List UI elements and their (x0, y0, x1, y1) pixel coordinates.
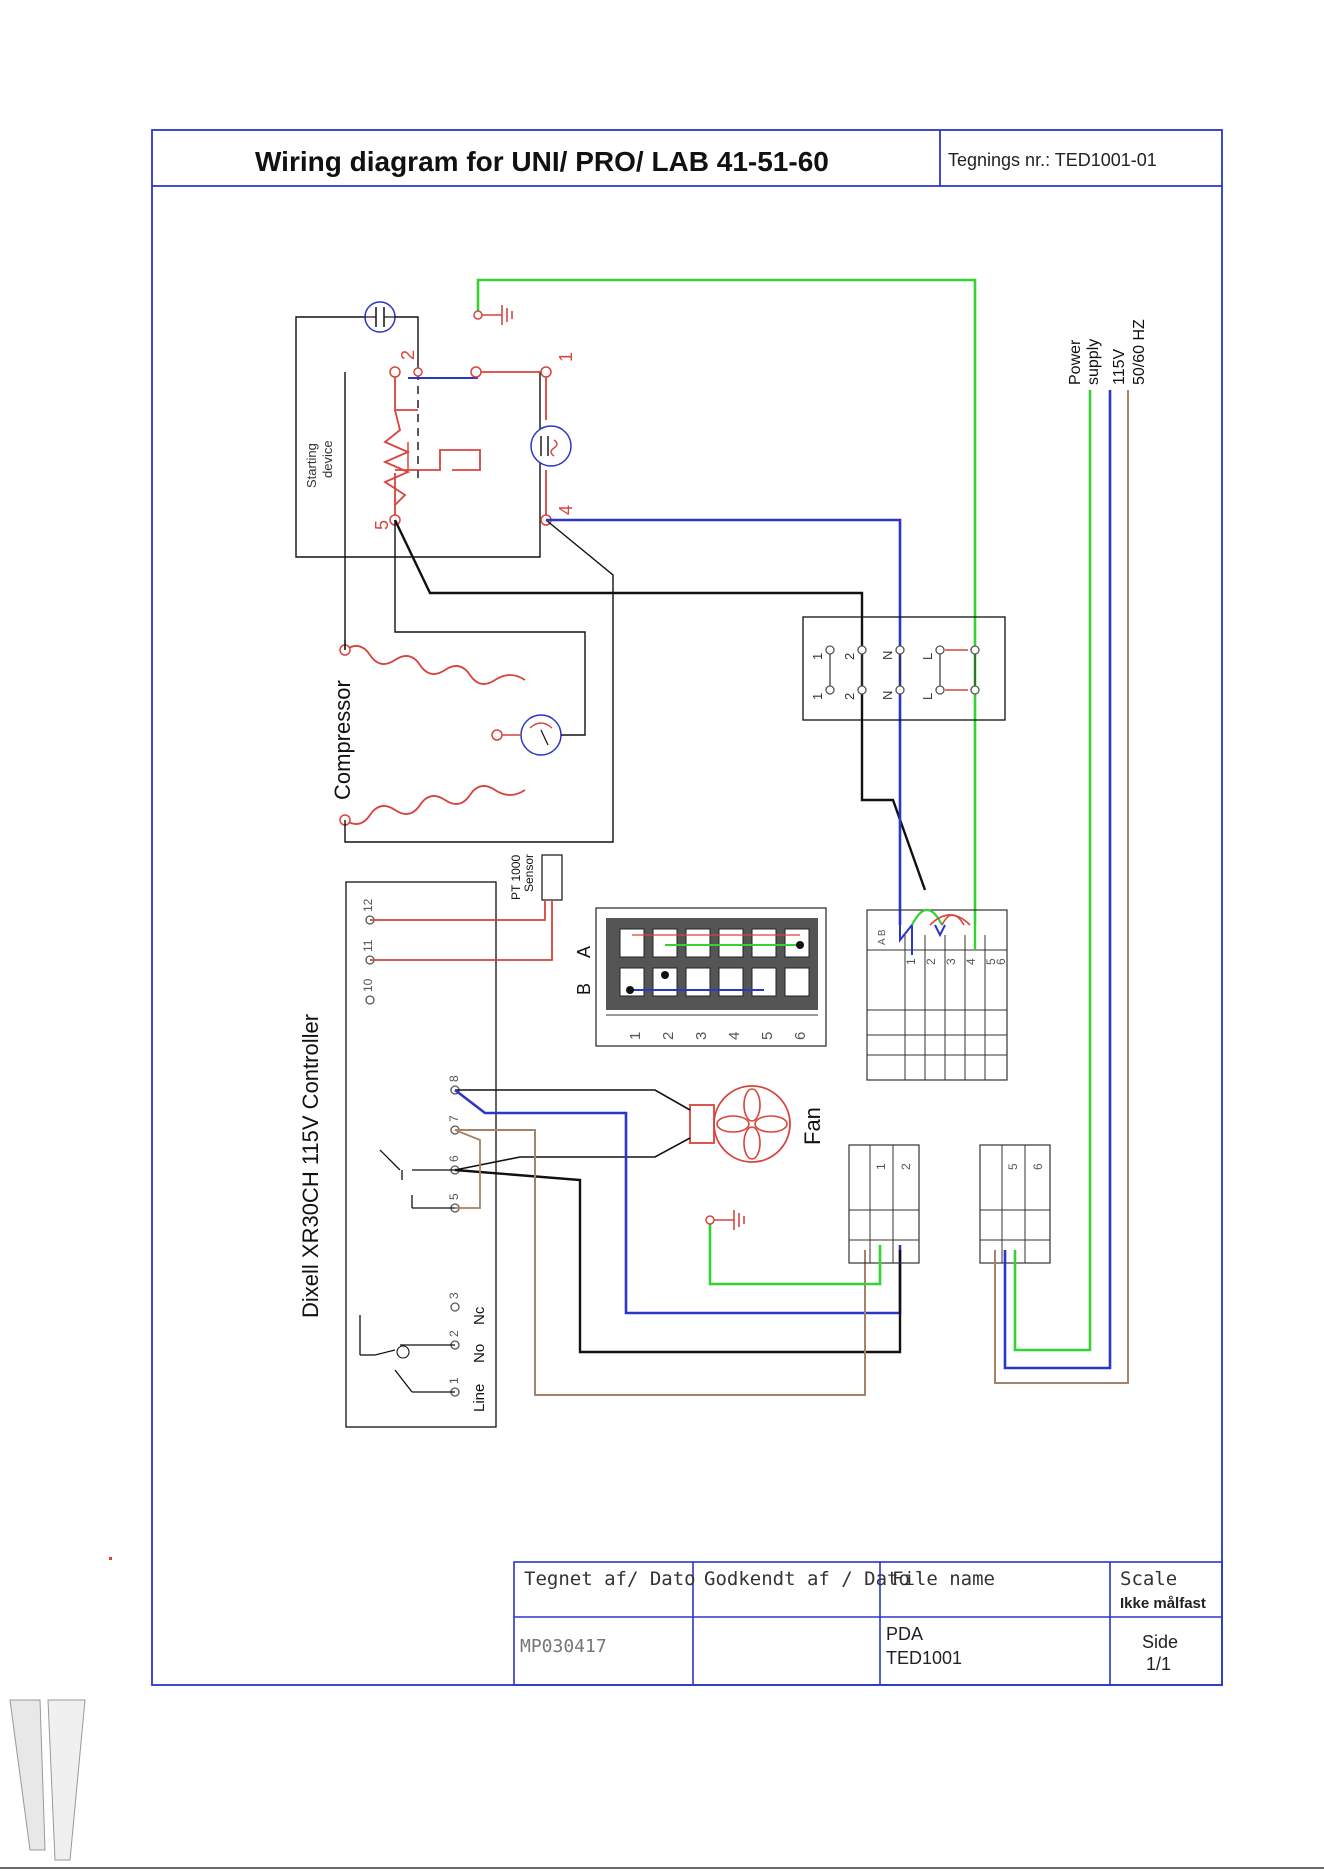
ctrl-terminal-12: 12 (361, 898, 375, 912)
connector-label-l-top: L (920, 653, 935, 660)
ctrl-terminal-7: 7 (447, 1115, 461, 1122)
panel-number-4: 4 (726, 1032, 743, 1040)
file-name-value-2: TED1001 (886, 1648, 962, 1668)
terminal-block (866, 908, 1008, 1081)
ground-icon (705, 1210, 882, 1286)
compressor (339, 519, 614, 843)
connector-panel (595, 907, 827, 1047)
thermal-protector-icon (502, 714, 562, 756)
ctrl-terminal-2: 2 (447, 1330, 461, 1337)
terminal-block-small-left (848, 1144, 920, 1264)
ctrl-terminal-11: 11 (361, 939, 375, 952)
starting-device-box (295, 316, 541, 640)
file-name-value-1: PDA (886, 1624, 923, 1644)
side-label: Side (1142, 1632, 1178, 1652)
small-block-right-5: 5 (1006, 1163, 1020, 1170)
connector-label-2-bot: 2 (842, 693, 857, 700)
block-number-5: 5 (984, 958, 998, 965)
pt1000-sensor (370, 854, 563, 961)
block-ab-label: A B (877, 929, 888, 945)
drawn-by-value: MP030417 (520, 1636, 607, 1657)
voltage-label: 115V (1111, 348, 1128, 385)
block-number-6: 6 (994, 958, 1008, 965)
relay-terminal-5: 5 (372, 520, 392, 530)
drawing-number: Tegnings nr.: TED1001-01 (948, 150, 1157, 170)
relay (382, 366, 552, 526)
panel-label-a: A (574, 946, 594, 958)
sensor-label: PT 1000 Sensor (509, 852, 536, 901)
ctrl-terminal-8: 8 (447, 1075, 461, 1082)
page-title: Wiring diagram for UNI/ PRO/ LAB 41-51-6… (255, 146, 829, 177)
power-supply-label: Power supply (1067, 335, 1102, 385)
ctrl-terminal-6: 6 (447, 1155, 461, 1162)
switch-icon (359, 1149, 455, 1393)
compressor-label: Compressor (330, 680, 355, 800)
power-supply-wires (994, 390, 1129, 1384)
controller-label: Dixell XR30CH 115V Controller (298, 1014, 323, 1318)
ctrl-io-line: Line (471, 1384, 488, 1412)
panel-number-6: 6 (792, 1032, 809, 1040)
connector-label-1-bot: 1 (810, 693, 825, 700)
connector-label-n-bot: N (880, 691, 895, 700)
connector-label-l-bot: L (920, 693, 935, 700)
panel-number-3: 3 (693, 1032, 710, 1040)
relay-terminal-4: 4 (556, 505, 576, 515)
block-number-3: 3 (944, 958, 958, 965)
ctrl-terminal-10: 10 (361, 978, 375, 992)
starting-device-label: Starting device (304, 440, 335, 488)
ctrl-terminal-5: 5 (447, 1193, 461, 1200)
mains-connector (802, 616, 1006, 721)
connector-label-2-top: 2 (842, 653, 857, 660)
panel-number-1: 1 (627, 1032, 644, 1040)
ctrl-terminal-3: 3 (447, 1292, 461, 1299)
drawn-by-label: Tegnet af/ Dato (524, 1568, 696, 1590)
panel-label-b: B (574, 983, 594, 995)
thermal-protector-icon (530, 425, 572, 467)
margin-mark (109, 1557, 112, 1560)
approved-by-label: Godkendt af / Dato (704, 1568, 910, 1590)
title-block (513, 1561, 1223, 1686)
small-block-left-1: 1 (874, 1163, 888, 1170)
ctrl-io-no: No (471, 1344, 488, 1363)
ctrl-terminal-1: 1 (447, 1377, 461, 1384)
scale-label: Scale (1120, 1568, 1177, 1590)
panel-number-2: 2 (660, 1032, 677, 1040)
fan-icon (689, 1085, 791, 1163)
scale-value: Ikke målfast (1120, 1595, 1206, 1612)
capacitor-icon (364, 301, 396, 333)
side-value: 1/1 (1146, 1654, 1171, 1674)
block-number-2: 2 (924, 958, 938, 965)
ground-icon (473, 278, 977, 925)
relay-terminal-2: 2 (398, 350, 418, 360)
fan-label: Fan (800, 1107, 825, 1145)
company-logo (9, 1699, 86, 1861)
block-number-4: 4 (964, 958, 978, 965)
small-block-right-6: 6 (1031, 1163, 1045, 1170)
block-number-1: 1 (904, 958, 918, 965)
ctrl-io-nc: Nc (471, 1306, 488, 1325)
frequency-label: 50/60 HZ (1131, 319, 1148, 385)
relay-terminal-1: 1 (556, 352, 576, 362)
small-block-left-2: 2 (899, 1163, 913, 1170)
panel-number-5: 5 (759, 1032, 776, 1040)
terminal-block-small-right (979, 1144, 1051, 1264)
connector-label-1-top: 1 (810, 653, 825, 660)
connector-label-n-top: N (880, 651, 895, 660)
file-name-label: File name (892, 1568, 995, 1590)
